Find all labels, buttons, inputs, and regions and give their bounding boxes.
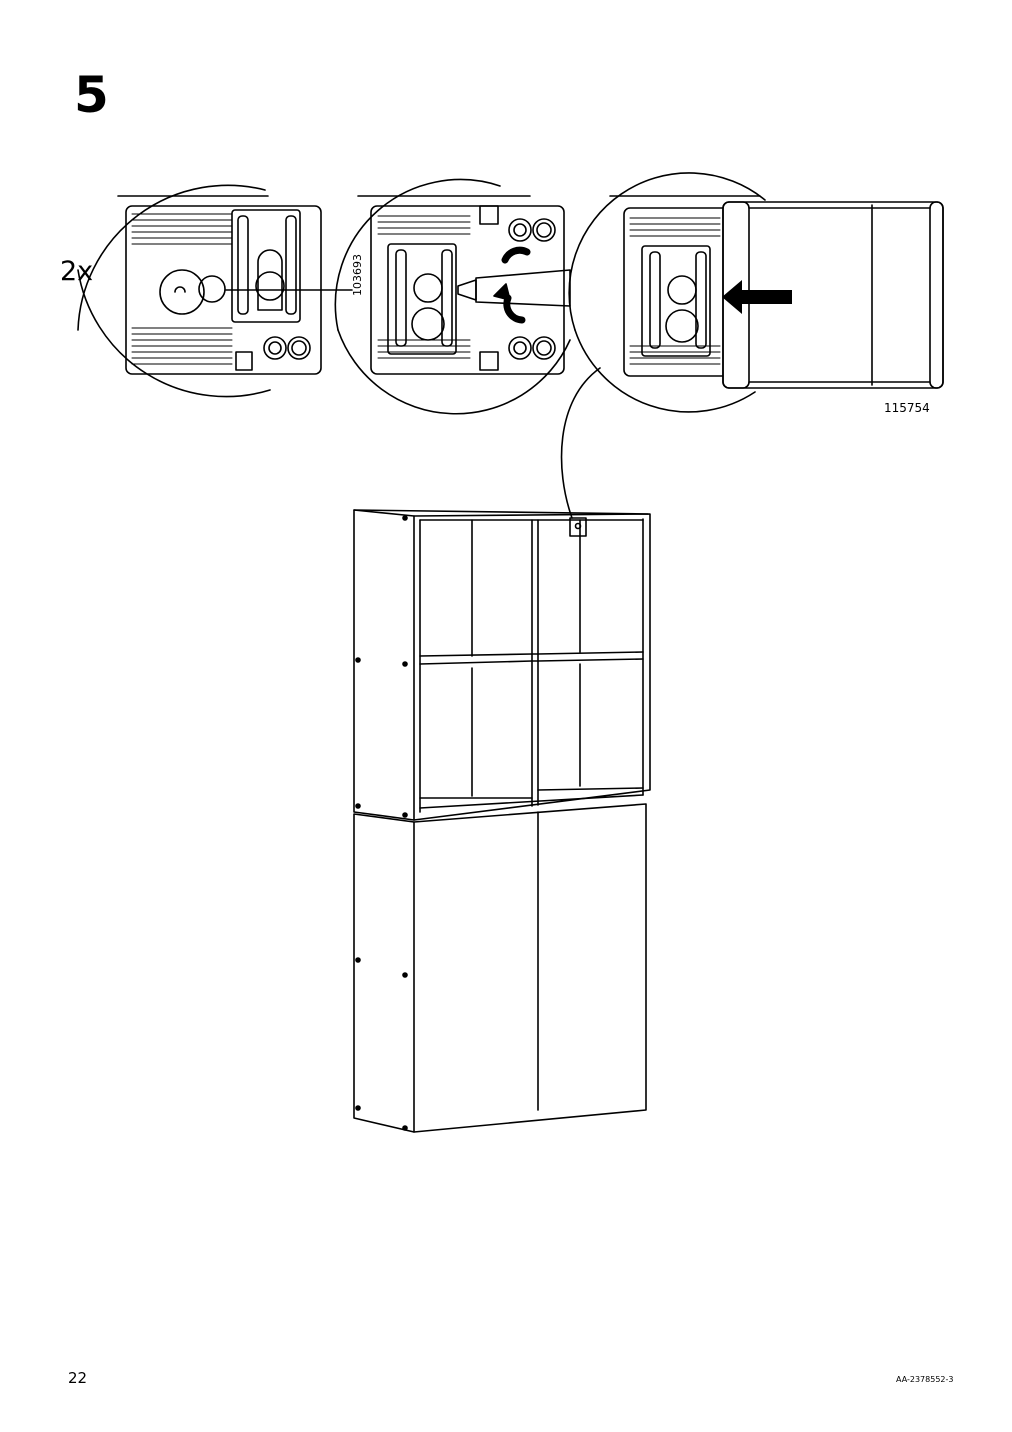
part-number-rotated: 103693 <box>351 254 364 296</box>
part-number-label: 115754 <box>884 401 930 415</box>
document-code: AA-2378552-3 <box>896 1375 954 1384</box>
detail-keyhole-plate <box>77 184 353 398</box>
detail-hang-unit <box>568 172 944 413</box>
page-number: 22 <box>68 1369 88 1387</box>
quantity-label: 2x <box>60 256 94 287</box>
leader-line <box>560 367 601 519</box>
step-number: 5 <box>74 66 109 124</box>
cabinet <box>353 509 651 1133</box>
detail-screw-plate <box>334 178 571 415</box>
